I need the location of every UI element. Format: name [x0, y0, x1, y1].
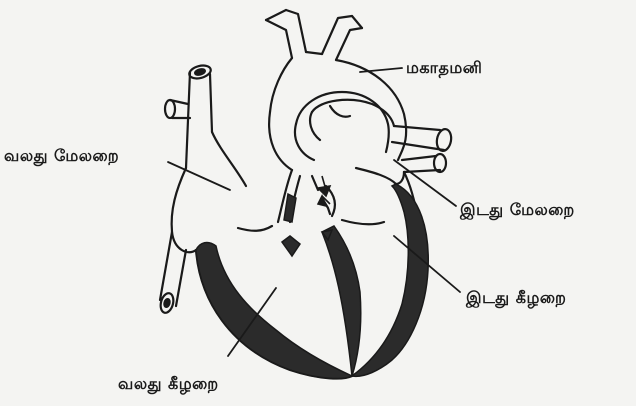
label-right-ventricle: வலது கீழறை	[118, 374, 219, 395]
inferior-vena-cava	[159, 232, 186, 314]
label-aorta: மகாதமனி	[406, 58, 482, 79]
superior-vena-cava	[165, 63, 212, 168]
flow-arrows	[318, 176, 330, 206]
label-right-atrium: வலது மேலறை	[4, 146, 119, 167]
right-atrium	[172, 132, 246, 252]
label-left-ventricle: இடது கீழறை	[466, 288, 566, 309]
left-atrium	[356, 168, 404, 184]
aorta	[266, 10, 406, 170]
myocardium	[196, 184, 428, 378]
valve-lines	[238, 220, 384, 231]
label-left-atrium: இடது மேலறை	[460, 200, 575, 221]
leader-right-atrium	[168, 162, 230, 190]
